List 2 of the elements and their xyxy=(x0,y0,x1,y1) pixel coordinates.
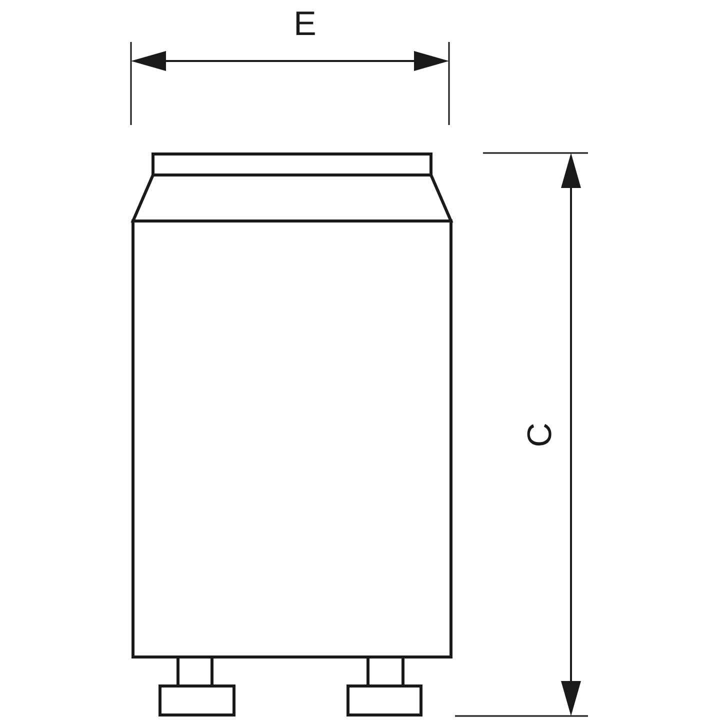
dimension-label: E xyxy=(294,7,316,41)
dimension-label: C xyxy=(523,422,557,448)
